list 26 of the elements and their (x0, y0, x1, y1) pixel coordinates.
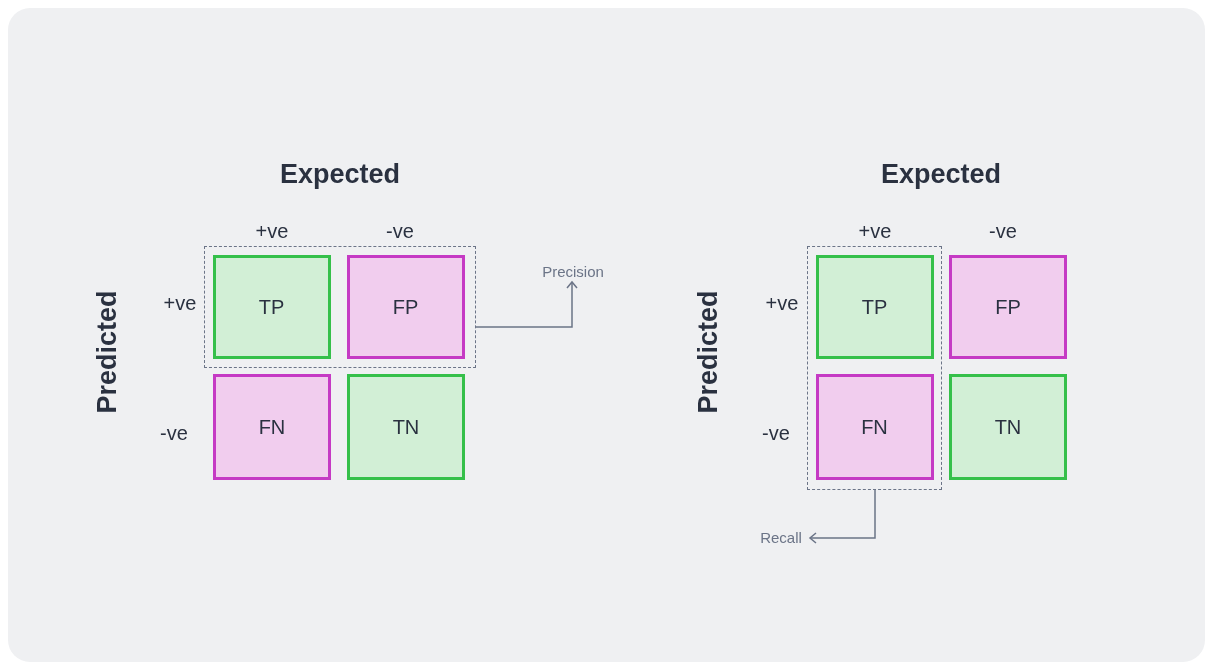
axis-title: Predicted (694, 290, 722, 414)
arrow (475, 281, 578, 328)
class-label: +ve (255, 221, 289, 241)
class-label: -ve (762, 423, 790, 443)
metric-label: Precision (530, 262, 616, 282)
dashed-group-box (807, 246, 942, 490)
class-label: +ve (765, 293, 799, 313)
true-cell: TP (212, 254, 331, 359)
class-label: -ve (386, 221, 414, 241)
class-label: -ve (989, 221, 1017, 241)
class-label: +ve (858, 221, 892, 241)
arrow (809, 489, 876, 544)
class-label: -ve (160, 423, 188, 443)
true-cell: TN (347, 374, 465, 480)
metric-label: Recall (752, 528, 810, 548)
axis-title: Expected (279, 160, 401, 188)
axis-title: Expected (880, 160, 1002, 188)
false-cell: FN (213, 374, 331, 480)
axis-title: Predicted (93, 290, 121, 414)
class-label: +ve (163, 293, 197, 313)
false-cell: FP (949, 255, 1067, 359)
dashed-group-box (204, 246, 476, 368)
true-cell: TP (815, 254, 934, 359)
false-cell: FP (346, 254, 465, 359)
true-cell: TN (949, 374, 1067, 480)
false-cell: FN (815, 373, 934, 480)
